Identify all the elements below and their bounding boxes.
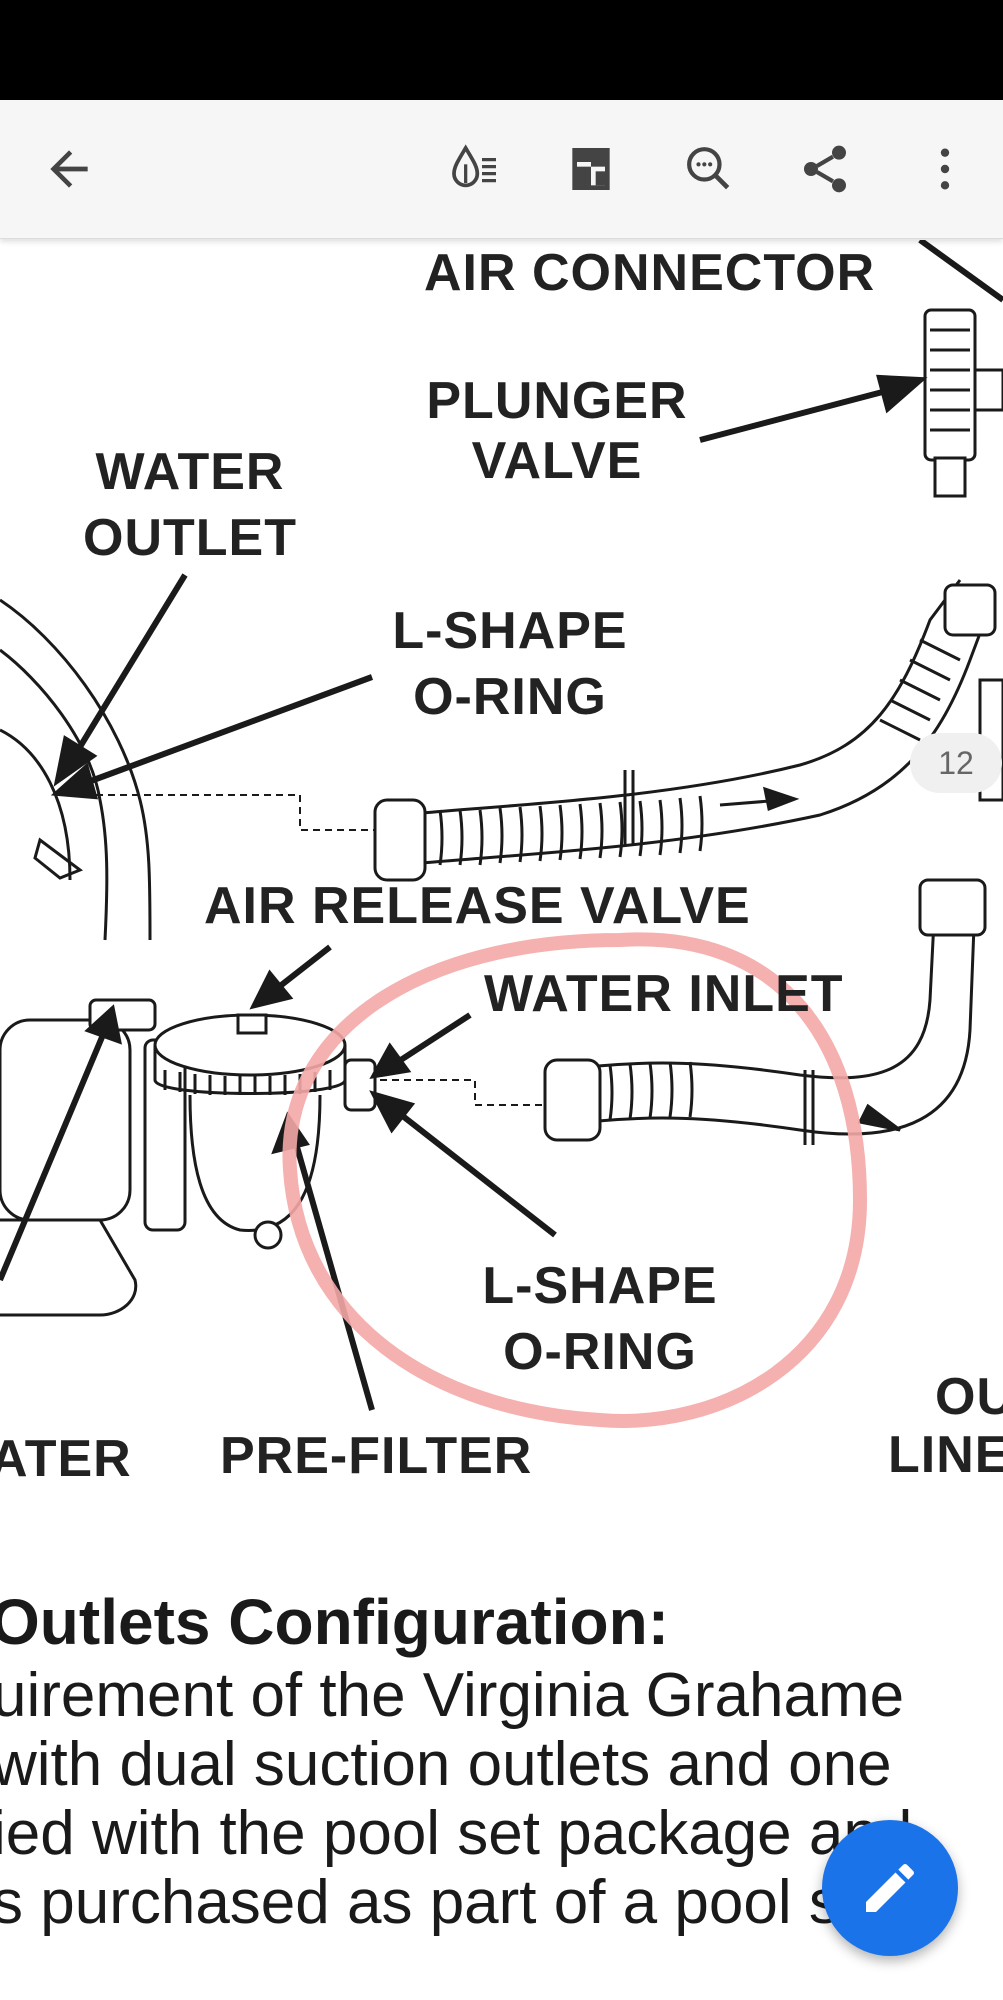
document-page[interactable]: AIR CONNECTOR PLUNGER VALVE WATER OUTLET…	[0, 240, 1003, 2000]
label-water-outlet-line2: OUTLET	[83, 509, 297, 567]
water-drop-list-icon	[452, 144, 496, 188]
search-button[interactable]	[676, 136, 742, 202]
plunger-valve-drawing	[923, 308, 977, 462]
back-button[interactable]	[36, 136, 102, 202]
arrow-left-icon	[50, 150, 88, 188]
red-annotation-circle	[282, 932, 868, 1428]
label-air-connector: AIR CONNECTOR	[424, 244, 876, 302]
label-pre-filter: PRE-FILTER	[220, 1427, 533, 1485]
share-icon	[804, 145, 846, 193]
edit-fab-button[interactable]	[822, 1820, 958, 1956]
label-air-release-valve: AIR RELEASE VALVE	[204, 877, 751, 935]
label-lshape-oring-bottom-line1: L-SHAPE	[482, 1257, 718, 1315]
top-hose-connector	[373, 798, 427, 882]
label-outlet-partial-line2: LINE	[888, 1426, 1003, 1484]
body-line-4: s purchased as part of a pool set,	[0, 1868, 909, 1937]
share-button[interactable]	[792, 136, 858, 202]
body-line-1: uirement of the Virginia Grahame	[0, 1661, 905, 1730]
bottom-hose-connector	[543, 1058, 602, 1142]
document-view-icon	[572, 148, 610, 190]
body-line-2: with dual suction outlets and one	[0, 1730, 892, 1799]
view-mode-button[interactable]	[558, 136, 624, 202]
pencil-edit-icon	[866, 1863, 914, 1912]
reading-mode-button[interactable]	[442, 136, 508, 202]
label-water-partial: ATER	[0, 1430, 132, 1488]
body-line-3: ied with the pool set package and	[0, 1799, 913, 1868]
section-title: Outlets Configuration:	[0, 1586, 670, 1658]
label-outlet-partial-line1: OU	[935, 1368, 1003, 1426]
toolbar	[0, 100, 1003, 239]
page-number-badge: 12	[910, 733, 1002, 793]
label-plunger-valve-line2: VALVE	[471, 432, 643, 490]
label-water-inlet: WATER INLET	[484, 965, 844, 1023]
label-water-outlet-line1: WATER	[95, 443, 285, 501]
more-options-button[interactable]	[912, 136, 978, 202]
search-icon	[687, 147, 730, 190]
status-bar	[0, 0, 1003, 100]
label-lshape-oring-top-line1: L-SHAPE	[392, 602, 628, 660]
more-vert-icon	[940, 148, 950, 190]
label-lshape-oring-top-line2: O-RING	[413, 668, 607, 726]
label-lshape-oring-bottom-line2: O-RING	[503, 1323, 697, 1381]
label-plunger-valve-line1: PLUNGER	[426, 372, 688, 430]
pool-pump-diagram	[0, 240, 1003, 1428]
